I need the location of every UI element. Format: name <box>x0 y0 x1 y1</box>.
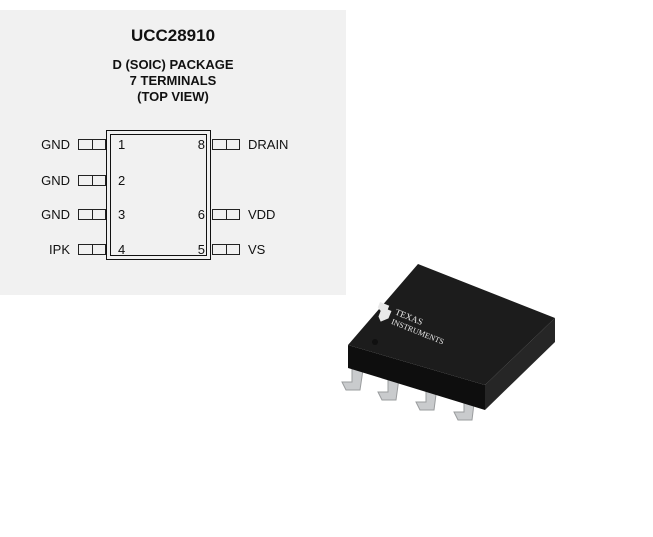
part-number-title: UCC28910 <box>130 26 216 45</box>
pin-4-pad <box>78 244 106 255</box>
pin-3-pad <box>78 209 106 220</box>
pin-3-name: GND <box>41 207 70 222</box>
pin-2-name: GND <box>41 173 70 188</box>
pin-2-number: 2 <box>118 173 126 188</box>
package-body-outline <box>106 130 211 260</box>
pin-6-name: VDD <box>248 207 276 222</box>
pin-8-name: DRAIN <box>248 137 289 152</box>
terminal-count-label: 7 TERMINALS <box>129 73 217 88</box>
pin-2-pad <box>78 175 106 186</box>
pin-1-number: 1 <box>118 137 126 152</box>
soic-chip-photo: TEXAS INSTRUMENTS <box>341 264 555 421</box>
pin-3-number: 3 <box>118 207 126 222</box>
pin-6-number: 6 <box>197 207 205 222</box>
pin-1-dimple <box>372 339 378 345</box>
pin-4-name: IPK <box>49 242 70 257</box>
pin-8-number: 8 <box>197 137 205 152</box>
pin-1-pad <box>78 139 106 150</box>
chip-body-end <box>485 318 555 410</box>
package-type-label: D (SOIC) PACKAGE <box>112 57 234 72</box>
chip-body-side <box>348 345 485 410</box>
pin-5-number: 5 <box>197 242 205 257</box>
view-label: (TOP VIEW) <box>137 89 209 104</box>
pin-6-pad <box>212 209 240 220</box>
pin-5-name: VS <box>248 242 266 257</box>
chip-body-top <box>348 264 555 385</box>
pin-8-pad <box>212 139 240 150</box>
package-body-inner-outline <box>110 134 207 256</box>
pinout-diagram-panel <box>0 10 346 295</box>
pin-4-number: 4 <box>118 242 126 257</box>
pin-1-name: GND <box>41 137 70 152</box>
pin-5-pad <box>212 244 240 255</box>
